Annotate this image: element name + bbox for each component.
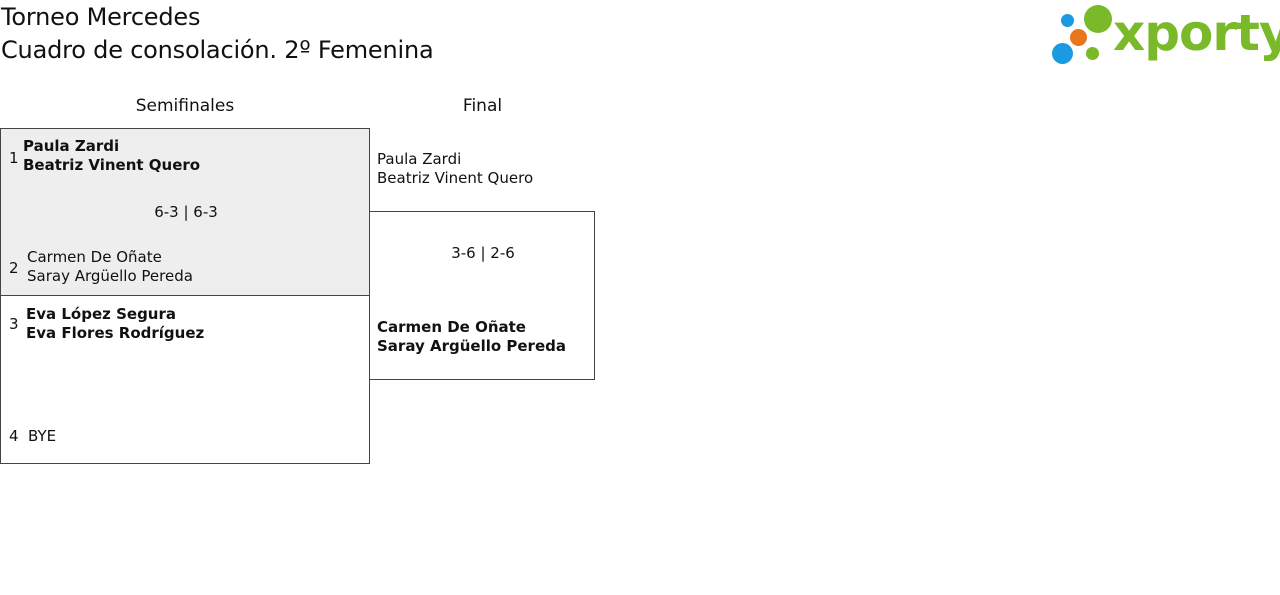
player-name: Paula Zardi (377, 150, 462, 168)
player-name: Paula Zardi (23, 137, 120, 155)
team-semifinal-2-bottom: BYE (28, 427, 56, 446)
tournament-title: Torneo Mercedes (1, 3, 201, 31)
team-semifinal-2-top: Eva López Segura Eva Flores Rodríguez (26, 305, 204, 343)
player-name: Saray Argüello Pereda (27, 267, 193, 285)
logo-wordmark: xporty (1113, 4, 1280, 62)
match-score: 6-3 | 6-3 (154, 203, 218, 221)
team-semifinal-1-bottom: Carmen De Oñate Saray Argüello Pereda (27, 248, 193, 286)
draw-title: Cuadro de consolación. 2º Femenina (1, 36, 434, 64)
round-header-semifinals: Semifinales (135, 96, 235, 116)
match-semifinal-2[interactable]: 3 Eva López Segura Eva Flores Rodríguez … (0, 295, 370, 464)
player-name: Beatriz Vinent Quero (377, 169, 534, 187)
seed-number: 2 (9, 259, 19, 277)
logo-dot-icon (1070, 29, 1087, 46)
team-final-bottom: Carmen De Oñate Saray Argüello Pereda (377, 318, 566, 356)
seed-number: 4 (9, 427, 19, 445)
logo-dot-icon (1052, 43, 1073, 64)
player-name: Eva Flores Rodríguez (26, 324, 205, 342)
player-name: BYE (28, 427, 57, 445)
player-name: Carmen De Oñate (27, 248, 162, 266)
player-name: Carmen De Oñate (377, 318, 526, 336)
match-final[interactable]: 3-6 | 2-6 Carmen De Oñate Saray Argüello… (369, 211, 595, 380)
logo-dot-icon (1061, 14, 1074, 27)
player-name: Beatriz Vinent Quero (23, 156, 201, 174)
match-semifinal-1[interactable]: 1 Paula Zardi Beatriz Vinent Quero 6-3 |… (0, 128, 370, 296)
team-final-top: Paula Zardi Beatriz Vinent Quero (377, 150, 533, 188)
logo-dot-icon (1084, 5, 1112, 33)
round-header-final: Final (462, 96, 503, 116)
player-name: Eva López Segura (26, 305, 177, 323)
player-name: Saray Argüello Pereda (377, 337, 566, 355)
team-semifinal-1-top: Paula Zardi Beatriz Vinent Quero (23, 137, 200, 175)
seed-number: 1 (9, 149, 19, 167)
logo-dot-icon (1086, 47, 1099, 60)
match-score: 3-6 | 2-6 (451, 244, 515, 262)
seed-number: 3 (9, 315, 19, 333)
xporty-logo[interactable]: xporty (1050, 4, 1280, 68)
